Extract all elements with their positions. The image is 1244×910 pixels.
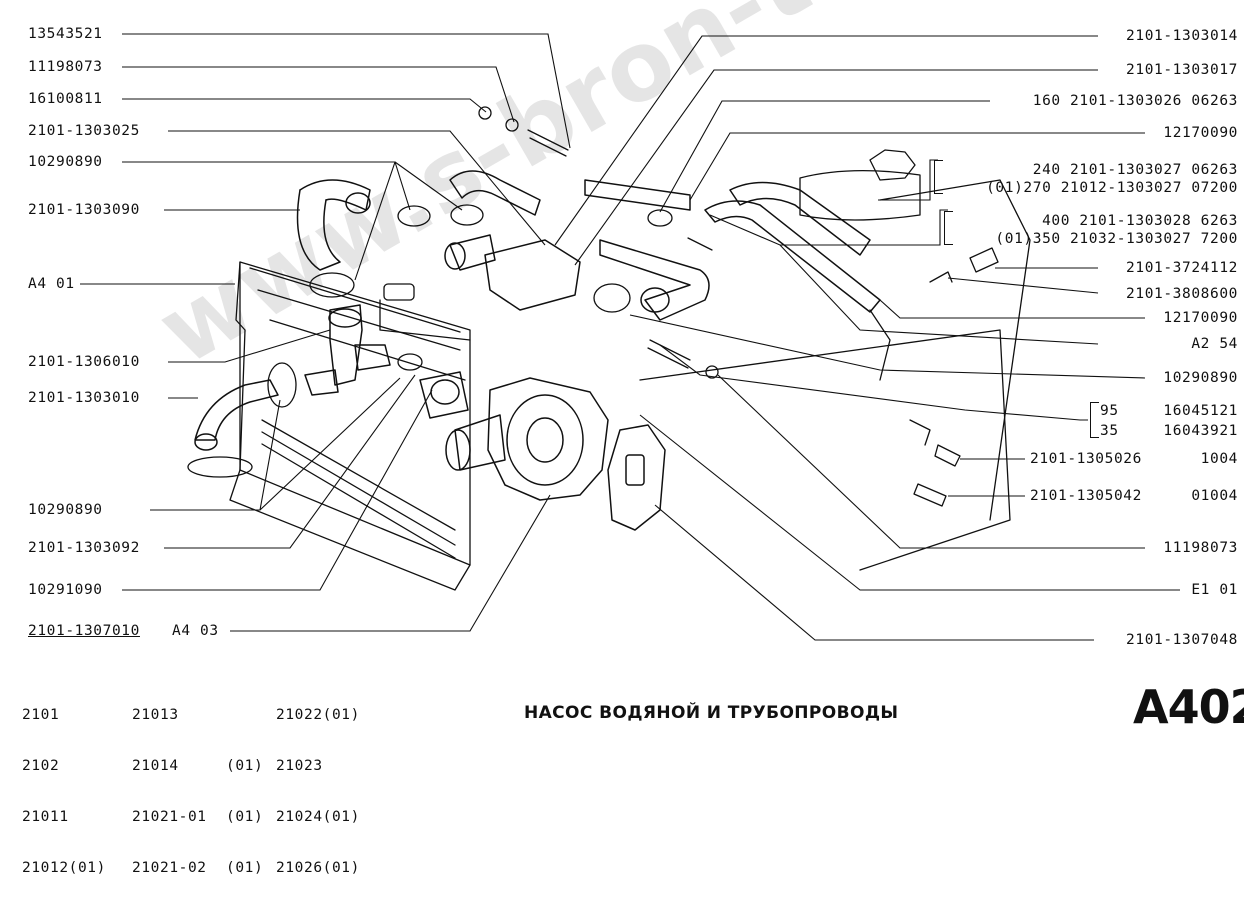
part-label: 10290890 [28, 154, 103, 170]
model-code: 21013 [132, 707, 179, 723]
part-label: 11198073 [1163, 540, 1238, 556]
clamps-drawing [187, 204, 673, 478]
part-label: 16045121 [1163, 403, 1238, 419]
part-label: 95 [1100, 403, 1119, 419]
radiator-drawing [229, 261, 471, 591]
model-code: 2101 [22, 707, 60, 723]
model-code: 21024(01) [276, 809, 360, 825]
model-code: (01) [226, 809, 264, 825]
bracket [944, 211, 953, 245]
part-label: 12170090 [1163, 125, 1238, 141]
part-label: 400 2101-1303028 6263 [1042, 213, 1238, 229]
model-code: 21014 [132, 758, 179, 774]
model-code: 21012(01) [22, 860, 106, 876]
part-label: 1004 [1200, 451, 1238, 467]
part-label: 2101-1303014 [1126, 28, 1238, 44]
part-label: 2101-1303092 [28, 540, 140, 556]
model-code: (01) [226, 758, 264, 774]
model-code: 21021-01 [132, 809, 207, 825]
parts-diagram: www.s-bron-to.ru [22, 0, 1244, 876]
diagram-artwork [80, 33, 1180, 641]
part-label: 2101-1305026 [1030, 451, 1142, 467]
model-code: 21023 [276, 758, 323, 774]
page-code: A402 [1133, 680, 1244, 734]
part-label: 10291090 [28, 582, 103, 598]
model-code: 2102 [22, 758, 60, 774]
part-label: 11198073 [28, 59, 103, 75]
model-code: 21022(01) [276, 707, 360, 723]
part-label: A2 54 [1191, 336, 1238, 352]
part-label: 2101-1303017 [1126, 62, 1238, 78]
water-pump-drawing [419, 371, 609, 501]
model-code: (01) [226, 860, 264, 876]
part-label: 2101-1306010 [28, 354, 140, 370]
part-label: 2101-1303010 [28, 390, 140, 406]
part-label: 16100811 [28, 91, 103, 107]
part-label: 2101-3724112 [1126, 260, 1238, 276]
part-label: 10290890 [1163, 370, 1238, 386]
part-label: 2101-1303090 [28, 202, 140, 218]
thermostat-drawing [304, 304, 391, 396]
engine-drawing [639, 179, 1031, 571]
part-label: 2101-3808600 [1126, 286, 1238, 302]
bracket [934, 160, 943, 194]
part-label: 2101-1307010 [28, 623, 140, 639]
fasteners-drawing [478, 106, 999, 507]
part-label: (01)270 21012-1303027 07200 [986, 180, 1238, 196]
part-label: 160 2101-1303026 06263 [1032, 93, 1238, 109]
part-label: 2101-1303025 [28, 123, 140, 139]
part-label: 01004 [1191, 488, 1238, 504]
part-label: 2101-1307048 [1126, 632, 1238, 648]
part-label: 2101-1305042 [1030, 488, 1142, 504]
bracket [1090, 402, 1099, 438]
part-label: 13543521 [28, 26, 103, 42]
part-label: 10290890 [28, 502, 103, 518]
part-label: 16043921 [1163, 423, 1238, 439]
part-label: 35 [1100, 423, 1119, 439]
part-label: 12170090 [1163, 310, 1238, 326]
part-label: 240 2101-1303027 06263 [1032, 162, 1238, 178]
model-code: 21026(01) [276, 860, 360, 876]
model-code: 21021-02 [132, 860, 207, 876]
hoses-drawing [194, 170, 881, 451]
model-code [226, 706, 282, 725]
gasket-drawing [607, 424, 666, 531]
model-code: 21011 [22, 809, 69, 825]
expansion-tank-drawing [799, 149, 921, 221]
part-label: A4 03 [172, 623, 219, 639]
diagram-title: НАСОС ВОДЯНОЙ И ТРУБОПРОВОДЫ [524, 703, 899, 723]
part-label: (01)350 21032-1303027 7200 [995, 231, 1238, 247]
part-label: A4 01 [28, 276, 75, 292]
part-label: E1 01 [1191, 582, 1238, 598]
outlet-fitting-drawing [444, 234, 581, 311]
